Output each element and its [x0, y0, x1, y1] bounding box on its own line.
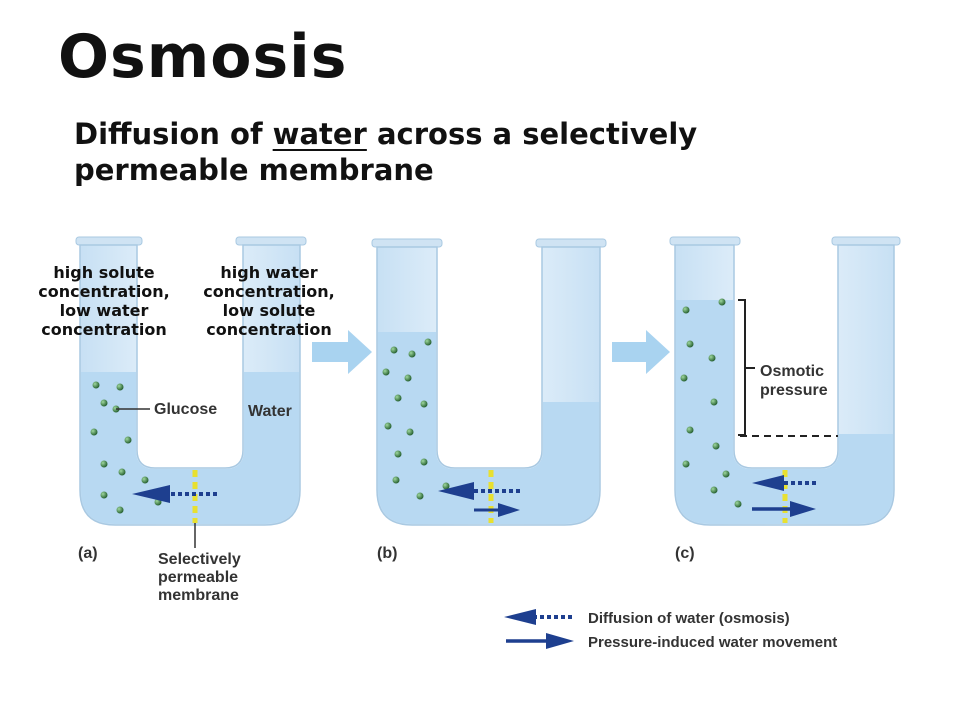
u-tube-b: (b)	[371, 238, 607, 562]
membrane-label-line1: Selectively	[158, 551, 241, 568]
diffusion-arrow-c	[752, 475, 816, 491]
osmotic-label-line2: pressure	[760, 382, 828, 399]
note-right-line: high water	[220, 263, 318, 282]
diffusion-arrow-b	[438, 482, 520, 500]
membrane-label-line2: permeable	[158, 569, 238, 586]
pressure-arrow-b	[474, 503, 520, 517]
water-fill-c	[676, 300, 893, 524]
legend-pressure-arrow	[506, 633, 574, 649]
legend-pressure-label: Pressure-induced water movement	[588, 634, 837, 651]
water-fill-b	[378, 332, 599, 524]
subtitle-line2: permeable membrane	[74, 153, 434, 187]
subtitle-part1: Diffusion of	[74, 117, 273, 151]
panel-label-b: (b)	[377, 545, 397, 562]
u-tube-a: Glucose Water (a) Selectively permeable …	[75, 236, 307, 604]
note-left-line: concentration,	[38, 282, 170, 301]
legend-diffusion-arrow	[504, 609, 572, 625]
note-left: high solute concentration, low water con…	[14, 263, 194, 339]
note-right-line: concentration	[206, 320, 332, 339]
panel-label-c: (c)	[675, 545, 695, 562]
membrane-label-line3: membrane	[158, 587, 239, 604]
osmotic-label-line1: Osmotic	[760, 363, 824, 380]
page-title: Osmosis	[58, 22, 348, 92]
subtitle-part2: across a selectively	[366, 117, 698, 151]
water-label: Water	[248, 403, 292, 420]
panel-label-a: (a)	[78, 545, 98, 562]
note-right-line: concentration,	[203, 282, 335, 301]
page-subtitle: Diffusion of water across a selectively …	[74, 116, 697, 188]
glucose-molecules-c	[680, 298, 742, 508]
glucose-molecules-b	[382, 338, 450, 500]
diffusion-arrow-a	[132, 485, 217, 503]
osmotic-bracket	[738, 299, 746, 436]
legend-diffusion-label: Diffusion of water (osmosis)	[588, 610, 790, 627]
water-fill-a	[81, 372, 299, 524]
note-left-line: low water	[59, 301, 149, 320]
process-arrow-2	[612, 330, 670, 374]
u-tube-c: Osmotic pressure (c)	[669, 236, 901, 562]
pressure-arrow-c	[752, 501, 816, 517]
process-arrow-1	[312, 330, 372, 374]
note-left-line: concentration	[41, 320, 167, 339]
note-left-line: high solute	[53, 263, 155, 282]
subtitle-underlined: water	[272, 117, 367, 151]
glucose-label: Glucose	[154, 401, 217, 418]
note-right: high water concentration, low solute con…	[179, 263, 359, 339]
legend: Diffusion of water (osmosis) Pressure-in…	[504, 609, 837, 651]
note-right-line: low solute	[222, 301, 316, 320]
